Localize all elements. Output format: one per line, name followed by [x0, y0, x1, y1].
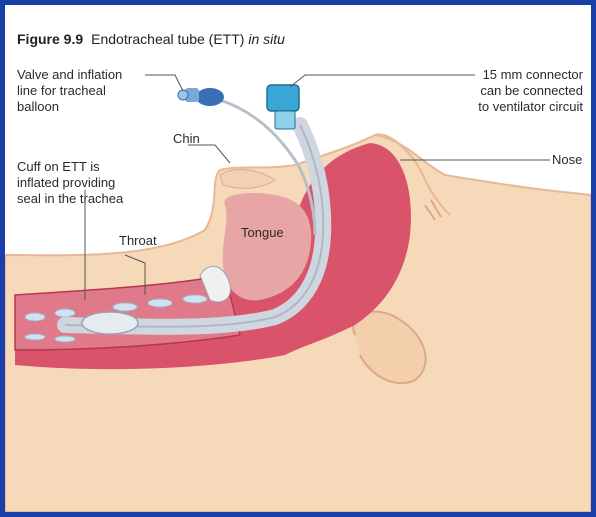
- label-valve-line-2: line for tracheal: [17, 83, 122, 99]
- label-valve-line-1: Valve and inflation: [17, 67, 122, 83]
- label-throat: Throat: [119, 233, 157, 249]
- label-cuff-line-2: inflated providing: [17, 175, 123, 191]
- label-connector-line-3: to ventilator circuit: [415, 99, 583, 115]
- label-cuff-line-3: seal in the trachea: [17, 191, 123, 207]
- label-chin: Chin: [173, 131, 200, 147]
- label-connector-line-1: 15 mm connector: [415, 67, 583, 83]
- connector-icon: [267, 85, 299, 129]
- label-valve: Valve and inflation line for tracheal ba…: [17, 67, 122, 115]
- label-connector-line-2: can be connected: [415, 83, 583, 99]
- label-cuff: Cuff on ETT is inflated providing seal i…: [17, 159, 123, 207]
- label-tongue: Tongue: [241, 225, 284, 241]
- figure-frame: Figure 9.9Endotracheal tube (ETT) in sit…: [5, 5, 591, 512]
- label-nose: Nose: [552, 152, 582, 168]
- valve-balloon-icon: [178, 88, 224, 106]
- label-valve-line-3: balloon: [17, 99, 122, 115]
- label-connector: 15 mm connector can be connected to vent…: [415, 67, 583, 115]
- label-cuff-line-1: Cuff on ETT is: [17, 159, 123, 175]
- ett-cuff: [82, 312, 138, 334]
